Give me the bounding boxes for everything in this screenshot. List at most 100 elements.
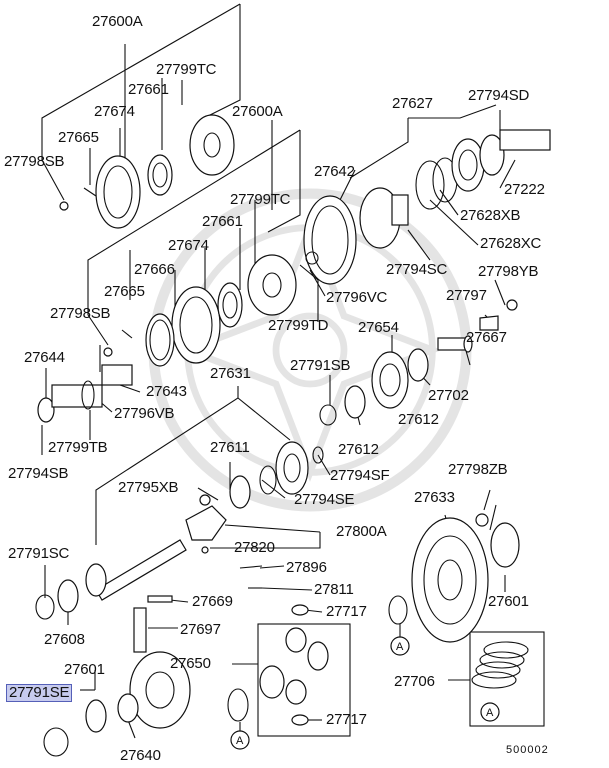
part-label-27665-1[interactable]: 27665 <box>58 129 99 146</box>
washer-27717-1 <box>291 604 309 616</box>
gear-27611 <box>275 441 309 495</box>
part-label-27612-2[interactable]: 27612 <box>338 441 379 458</box>
part-label-27796vb[interactable]: 27796VB <box>114 405 175 422</box>
part-label-27717-1[interactable]: 27717 <box>326 603 367 620</box>
part-label-27811[interactable]: 27811 <box>314 581 354 598</box>
part-label-27791sb[interactable]: 27791SB <box>290 357 351 374</box>
snap-ring-27601 <box>388 595 408 625</box>
part-label-27791sc[interactable]: 27791SC <box>8 545 70 562</box>
ring-gear-27674-2 <box>171 286 221 364</box>
part-label-27601-2[interactable]: 27601 <box>64 661 105 678</box>
pinion-gear-top <box>285 627 307 653</box>
part-label-27600a-1[interactable]: 27600A <box>92 13 143 30</box>
part-label-27654[interactable]: 27654 <box>358 319 399 336</box>
pin-27669 <box>147 595 173 603</box>
part-label-27628xc[interactable]: 27628XC <box>480 235 542 252</box>
part-label-27794sd[interactable]: 27794SD <box>468 87 530 104</box>
gear-27628xb <box>451 138 485 192</box>
bearing-27601-2 <box>85 699 107 733</box>
part-label-27798sb-2[interactable]: 27798SB <box>50 305 111 322</box>
pin-27896 <box>239 565 263 569</box>
part-label-27717-2[interactable]: 27717 <box>326 711 367 728</box>
pin-27665-1 <box>83 187 97 197</box>
bearing-27612-1 <box>344 385 366 419</box>
callout-a-label-1: A <box>396 641 404 653</box>
part-label-27697[interactable]: 27697 <box>180 621 221 638</box>
bolt-27798yb <box>506 299 518 311</box>
part-label-27611[interactable]: 27611 <box>210 439 250 456</box>
part-label-27798sb-1[interactable]: 27798SB <box>4 153 65 170</box>
part-label-27631[interactable]: 27631 <box>210 365 251 382</box>
spacer-27795xb <box>199 494 211 506</box>
callout-a-3 <box>480 702 500 722</box>
snap-ring-27794sf <box>312 446 324 464</box>
yoke-27800a <box>185 505 227 541</box>
part-label-27601-1[interactable]: 27601 <box>488 593 529 610</box>
part-label-27644[interactable]: 27644 <box>24 349 65 366</box>
part-label-27627[interactable]: 27627 <box>392 95 433 112</box>
diagram-code: 500002 <box>506 744 549 756</box>
part-label-27791se-highlighted[interactable]: 27791SE <box>6 684 73 702</box>
bolt-27798sb-2 <box>103 347 113 357</box>
bracket-27600a-2 <box>87 120 301 346</box>
part-label-27702[interactable]: 27702 <box>428 387 469 404</box>
part-label-27820[interactable]: 27820 <box>234 539 275 556</box>
part-label-27661-2[interactable]: 27661 <box>202 213 243 230</box>
callout-a-label-2: A <box>236 735 244 747</box>
part-label-27799tc-1[interactable]: 27799TC <box>156 61 217 78</box>
part-label-27640[interactable]: 27640 <box>120 747 161 764</box>
part-label-27608[interactable]: 27608 <box>44 631 85 648</box>
part-label-27706[interactable]: 27706 <box>394 673 435 690</box>
part-label-27795xb[interactable]: 27795XB <box>118 479 179 496</box>
spacer-27791sc <box>35 594 55 620</box>
part-label-27642[interactable]: 27642 <box>314 163 355 180</box>
part-label-27628xb[interactable]: 27628XB <box>460 207 521 224</box>
part-label-27222[interactable]: 27222 <box>504 181 545 198</box>
part-label-27666[interactable]: 27666 <box>134 261 175 278</box>
side-gear-left <box>259 665 285 699</box>
carrier-27600a-1 <box>189 114 235 176</box>
snap-ring-27796vc <box>305 251 319 265</box>
pinion-gear-bottom <box>285 679 307 705</box>
part-label-27796vc[interactable]: 27796VC <box>326 289 388 306</box>
part-label-27643[interactable]: 27643 <box>146 383 187 400</box>
part-label-27669[interactable]: 27669 <box>192 593 233 610</box>
spacer-27791se <box>43 727 69 757</box>
part-label-27612-1[interactable]: 27612 <box>398 411 439 428</box>
part-label-27794sb[interactable]: 27794SB <box>8 465 69 482</box>
snap-ring-27791se <box>227 688 249 722</box>
part-label-27798zb[interactable]: 27798ZB <box>448 461 508 478</box>
part-label-27794se[interactable]: 27794SE <box>294 491 355 508</box>
part-label-27600a-2[interactable]: 27600A <box>232 103 283 120</box>
part-label-27794sc[interactable]: 27794SC <box>386 261 448 278</box>
part-label-27674-1[interactable]: 27674 <box>94 103 135 120</box>
part-label-27797[interactable]: 27797 <box>446 287 487 304</box>
shaft-27667 <box>437 335 473 353</box>
part-label-27798yb[interactable]: 27798YB <box>478 263 539 280</box>
part-label-27800a[interactable]: 27800A <box>336 523 387 540</box>
part-label-27799tb[interactable]: 27799TB <box>48 439 108 456</box>
shaft-27631 <box>85 539 187 601</box>
bearing-27608 <box>57 579 79 613</box>
part-label-27650[interactable]: 27650 <box>170 655 211 672</box>
bracket-27600a-1 <box>41 3 241 201</box>
shaft-27697 <box>133 607 147 653</box>
bearing-27661-1 <box>147 154 173 196</box>
part-label-27633[interactable]: 27633 <box>414 489 455 506</box>
ring-27666 <box>145 313 175 367</box>
part-label-27674-2[interactable]: 27674 <box>168 237 209 254</box>
springs-27706 <box>471 641 529 689</box>
pin-27665-2 <box>121 329 133 339</box>
bearing-27222 <box>479 129 551 176</box>
snap-ring-27794se <box>259 465 277 495</box>
part-label-27794sf[interactable]: 27794SF <box>330 467 390 484</box>
part-label-27665-2[interactable]: 27665 <box>104 283 145 300</box>
part-label-27661-1[interactable]: 27661 <box>128 81 169 98</box>
part-label-27799td[interactable]: 27799TD <box>268 317 329 334</box>
part-label-27896[interactable]: 27896 <box>286 559 327 576</box>
part-label-27667[interactable]: 27667 <box>466 329 507 346</box>
screw-27820 <box>201 546 209 554</box>
part-label-27799tc-2[interactable]: 27799TC <box>230 191 291 208</box>
bearing-27661-2 <box>217 282 243 328</box>
